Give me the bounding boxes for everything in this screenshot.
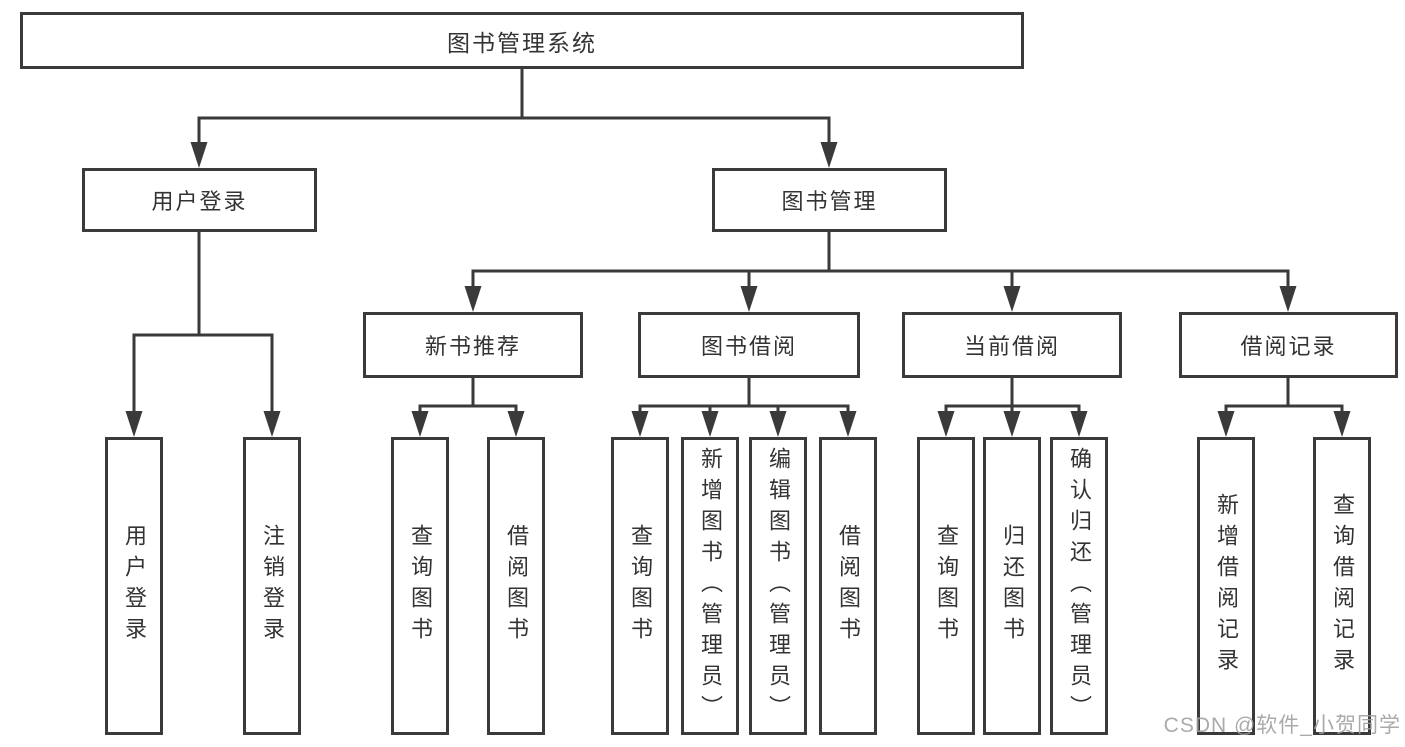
leaf-query-books-current: 查询图书 <box>917 437 975 735</box>
node-new-book-recommendation: 新书推荐 <box>363 312 583 378</box>
node-book-management: 图书管理 <box>712 168 947 232</box>
leaf-add-borrow-record: 新增借阅记录 <box>1197 437 1255 735</box>
connector-current-borrow-to-leaves <box>944 378 1081 416</box>
connector-user-login-to-leaves <box>132 232 274 416</box>
leaf-borrow-books: 借阅图书 <box>819 437 877 735</box>
leaf-add-books-admin: 新增图书（管理员） <box>681 437 739 735</box>
leaf-confirm-return-admin: 确认归还（管理员） <box>1050 437 1108 735</box>
connector-book-mgmt-to-level3 <box>471 232 1290 292</box>
leaf-return-books: 归还图书 <box>983 437 1041 735</box>
leaf-query-books-recommend: 查询图书 <box>391 437 449 735</box>
leaf-edit-books-admin: 编辑图书（管理员） <box>749 437 807 735</box>
leaf-query-books-borrow: 查询图书 <box>611 437 669 735</box>
node-user-login: 用户登录 <box>82 168 317 232</box>
node-current-borrowing: 当前借阅 <box>902 312 1122 378</box>
csdn-watermark: CSDN @软件_小贺同学 <box>1163 714 1401 737</box>
connector-root-to-level2 <box>197 69 831 148</box>
connector-new-book-to-leaves <box>418 378 518 416</box>
connector-book-borrow-to-leaves <box>638 378 850 416</box>
leaf-borrow-books-recommend: 借阅图书 <box>487 437 545 735</box>
leaf-user-login: 用户登录 <box>105 437 163 735</box>
leaf-logout: 注销登录 <box>243 437 301 735</box>
node-borrowing-records: 借阅记录 <box>1179 312 1398 378</box>
arrowheads <box>125 142 1351 437</box>
node-library-management-system: 图书管理系统 <box>20 12 1024 69</box>
connector-borrow-record-to-leaves <box>1224 378 1344 416</box>
node-book-borrowing: 图书借阅 <box>638 312 860 378</box>
leaf-query-borrow-record: 查询借阅记录 <box>1313 437 1371 735</box>
